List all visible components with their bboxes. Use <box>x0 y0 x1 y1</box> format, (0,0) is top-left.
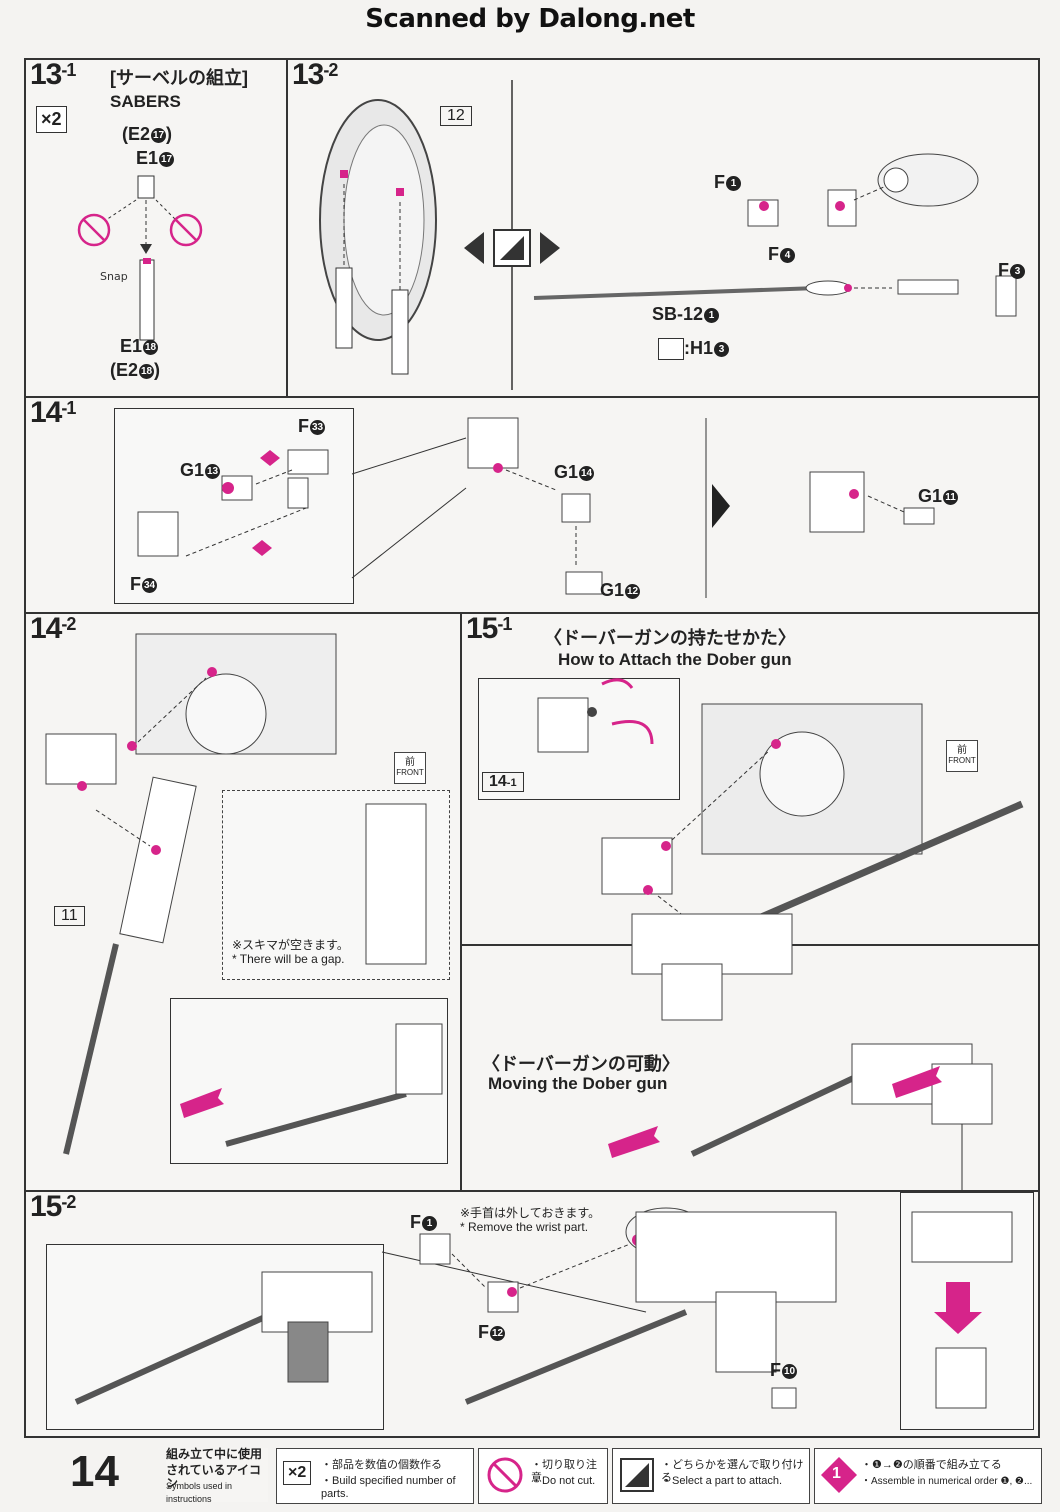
order-marker-2 <box>252 540 272 556</box>
legend-item-multiply: ×2 ・部品を数值の個数作る ・Build specified number o… <box>276 1448 474 1504</box>
detail-inset <box>114 408 354 604</box>
legend-header: 組み立て中に使用 されているアイコン Symbols used in instr… <box>166 1448 268 1504</box>
order-number-icon <box>821 1457 857 1493</box>
step-title-en: SABERS <box>110 92 181 111</box>
step-title-jp: [サーベルの組立] <box>110 68 248 88</box>
dober-gun-diagram <box>537 678 1024 1190</box>
saber-assembly-diagram: Snap <box>77 175 203 341</box>
reference-part-number: 12 <box>440 106 472 126</box>
gun-grip-diagram <box>74 1207 1013 1409</box>
step-title-jp: 〈ドーバーガンの持たせかた〉 <box>544 628 796 648</box>
step-number: 15-1 <box>466 612 512 645</box>
section-title-en: Moving the Dober gun <box>488 1074 668 1093</box>
no-cut-icon <box>169 213 203 247</box>
gun-attach-diagram <box>45 633 443 1155</box>
legend-item-numerical-order: 1 ・❶→❷の順番で組み立てる ・Assemble in numerical o… <box>814 1448 1042 1504</box>
step-number: 13-2 <box>292 58 338 91</box>
step-title-en: How to Attach the Dober gun <box>558 650 792 669</box>
step-number: 15-2 <box>30 1190 76 1223</box>
snap-text: Snap <box>100 270 128 283</box>
legend-item-select-part: ・どちらかを選んで取り付ける ・Select a part to attach. <box>612 1448 810 1504</box>
wrist-note: ※手首は外しておきます。* Remove the wrist part. <box>460 1206 601 1234</box>
order-marker-1 <box>260 450 280 466</box>
order-number-text: 1 <box>832 1465 841 1482</box>
reference-part-number: 11 <box>54 906 85 926</box>
legend-item-no-cut: ・切り取り注意 ・Do not cut. <box>478 1448 608 1504</box>
shoulder-assembly-diagram <box>137 417 935 598</box>
step-number: 13-1 <box>30 58 76 91</box>
quantity-badge: ×2 <box>36 106 67 133</box>
select-part-icon <box>658 338 684 361</box>
panel-step-15-2: 15-2 ※手首は外しておきます。* Remove the wrist part… <box>24 1190 1040 1438</box>
section-title-jp: 〈ドーバーガンの可動〉 <box>482 1054 680 1074</box>
no-cut-icon <box>487 1457 523 1493</box>
step-number: 14-2 <box>30 612 76 645</box>
page-number: 14 <box>70 1447 119 1496</box>
symbol-legend: 組み立て中に使用 されているアイコン Symbols used in instr… <box>0 1440 1060 1512</box>
scan-credit: Scanned by Dalong.net <box>365 4 695 34</box>
panel-step-15-1: 15-1 〈ドーバーガンの持たせかた〉 How to Attach the Do… <box>460 612 1040 1192</box>
step-number: 14-1 <box>30 396 76 429</box>
shield-assembly-diagram <box>319 80 1017 390</box>
gap-note: ※スキマが空きます。* There will be a gap. <box>232 938 349 966</box>
no-cut-icon <box>77 213 111 247</box>
reference-step: 14-1 <box>482 772 524 792</box>
multiply-icon: ×2 <box>283 1461 312 1485</box>
select-part-icon <box>620 1458 654 1492</box>
